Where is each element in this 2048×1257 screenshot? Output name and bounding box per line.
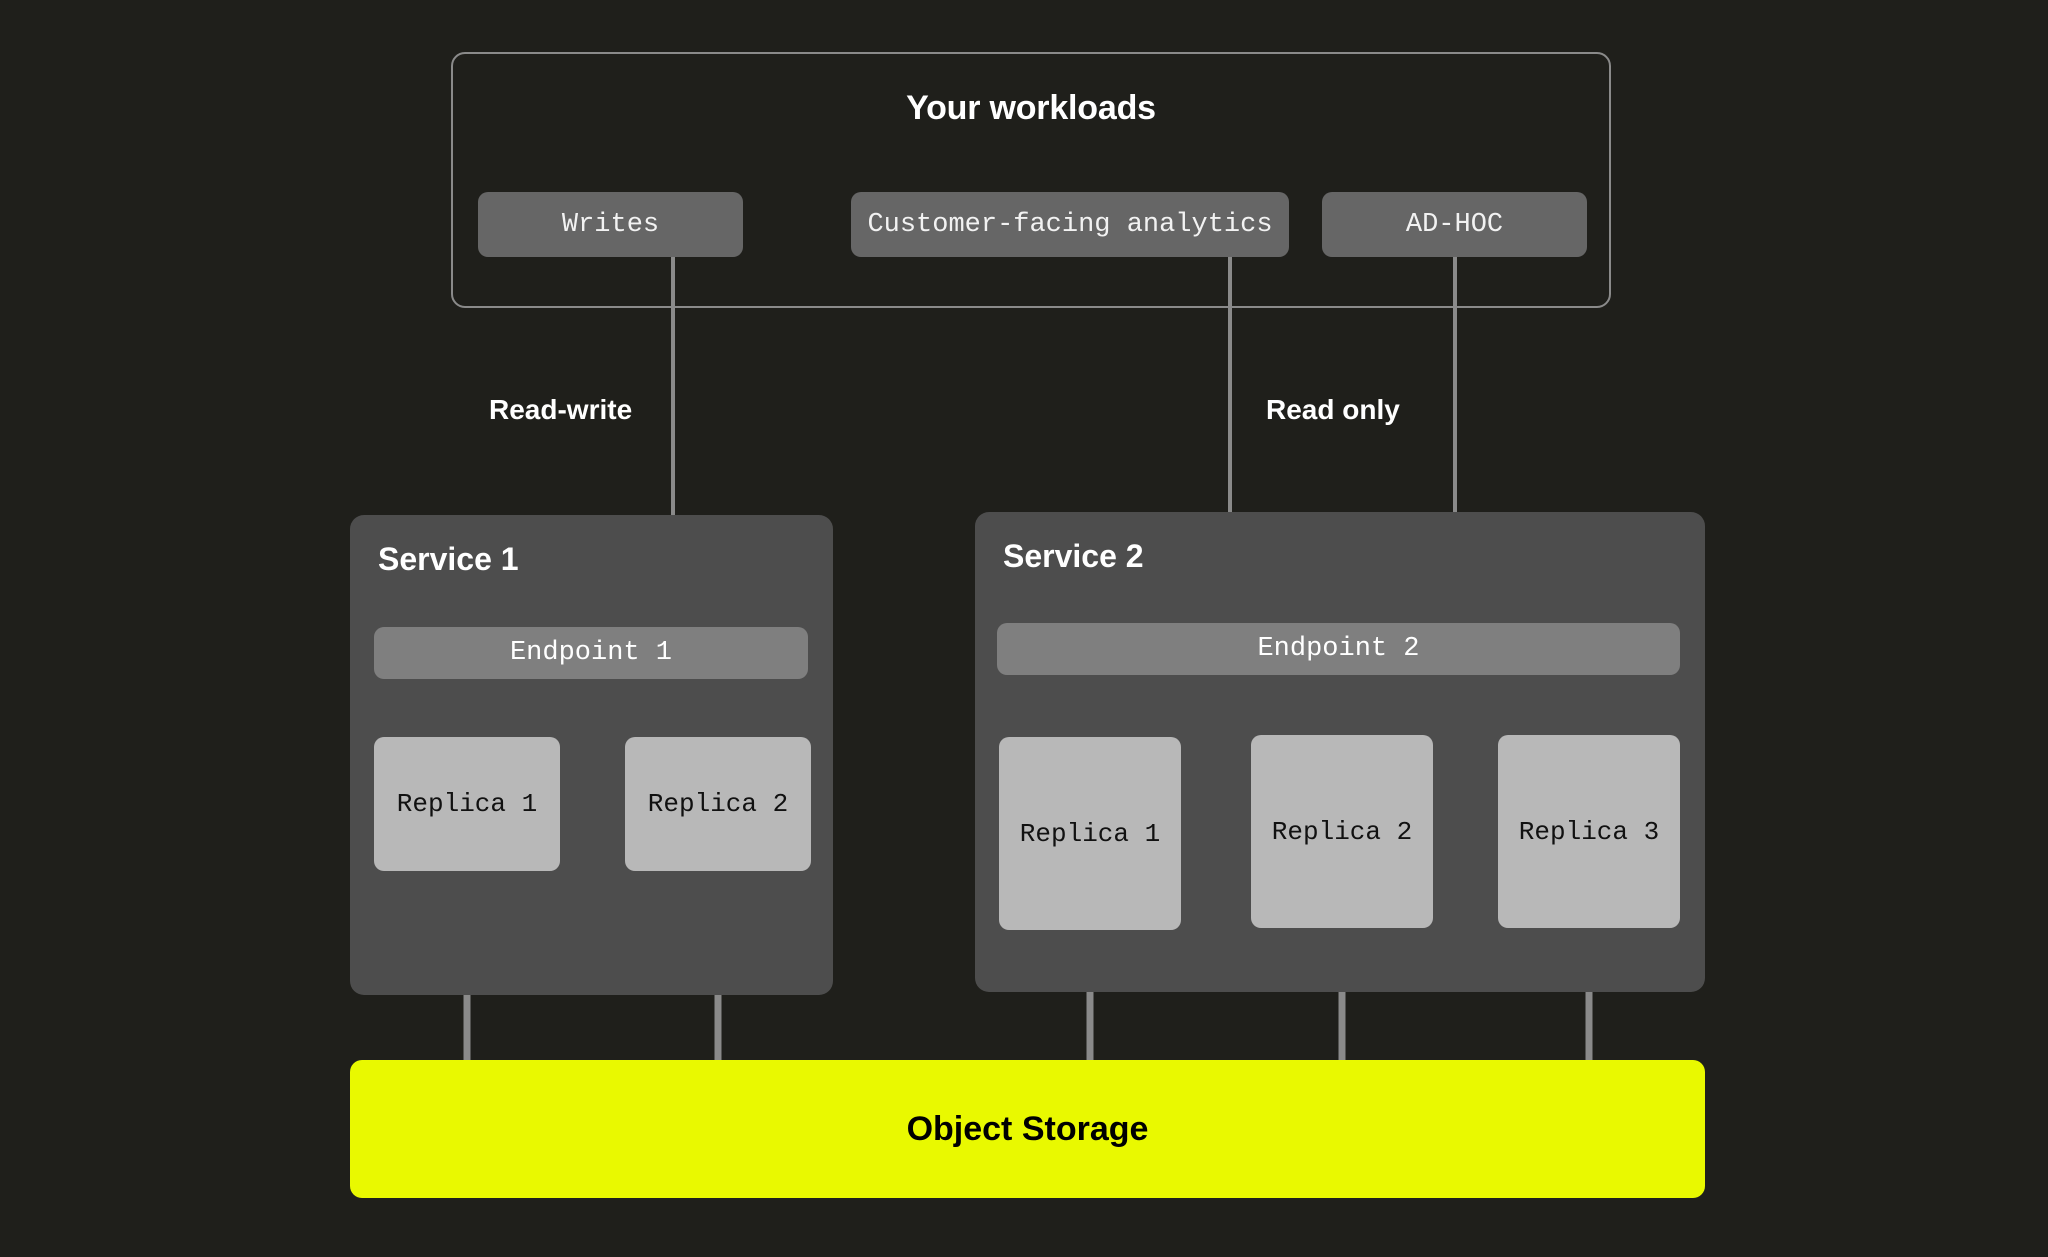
edge-label-read-only: Read only <box>1266 394 1400 425</box>
workload-ad-hoc[interactable]: AD-HOC <box>1322 192 1587 257</box>
service-1-replica-1[interactable]: Replica 1 <box>374 737 560 871</box>
workloads-title: Your workloads <box>906 89 1156 127</box>
service-2-title: Service 2 <box>1003 538 1144 574</box>
endpoint-1[interactable]: Endpoint 1 <box>374 627 808 679</box>
edge-label-read-write: Read-write <box>489 394 633 425</box>
workloads-container: Your workloads <box>451 52 1611 308</box>
service-1-title: Service 1 <box>378 541 519 577</box>
workload-writes[interactable]: Writes <box>478 192 743 257</box>
service-2-replica-1[interactable]: Replica 1 <box>999 737 1181 930</box>
service-2-replica-2[interactable]: Replica 2 <box>1251 735 1433 928</box>
object-storage-bar[interactable]: Object Storage <box>350 1060 1705 1198</box>
workload-customer-facing-analytics[interactable]: Customer-facing analytics <box>851 192 1289 257</box>
service-2-replica-3[interactable]: Replica 3 <box>1498 735 1680 928</box>
service-1-replica-2[interactable]: Replica 2 <box>625 737 811 871</box>
endpoint-2[interactable]: Endpoint 2 <box>997 623 1680 675</box>
